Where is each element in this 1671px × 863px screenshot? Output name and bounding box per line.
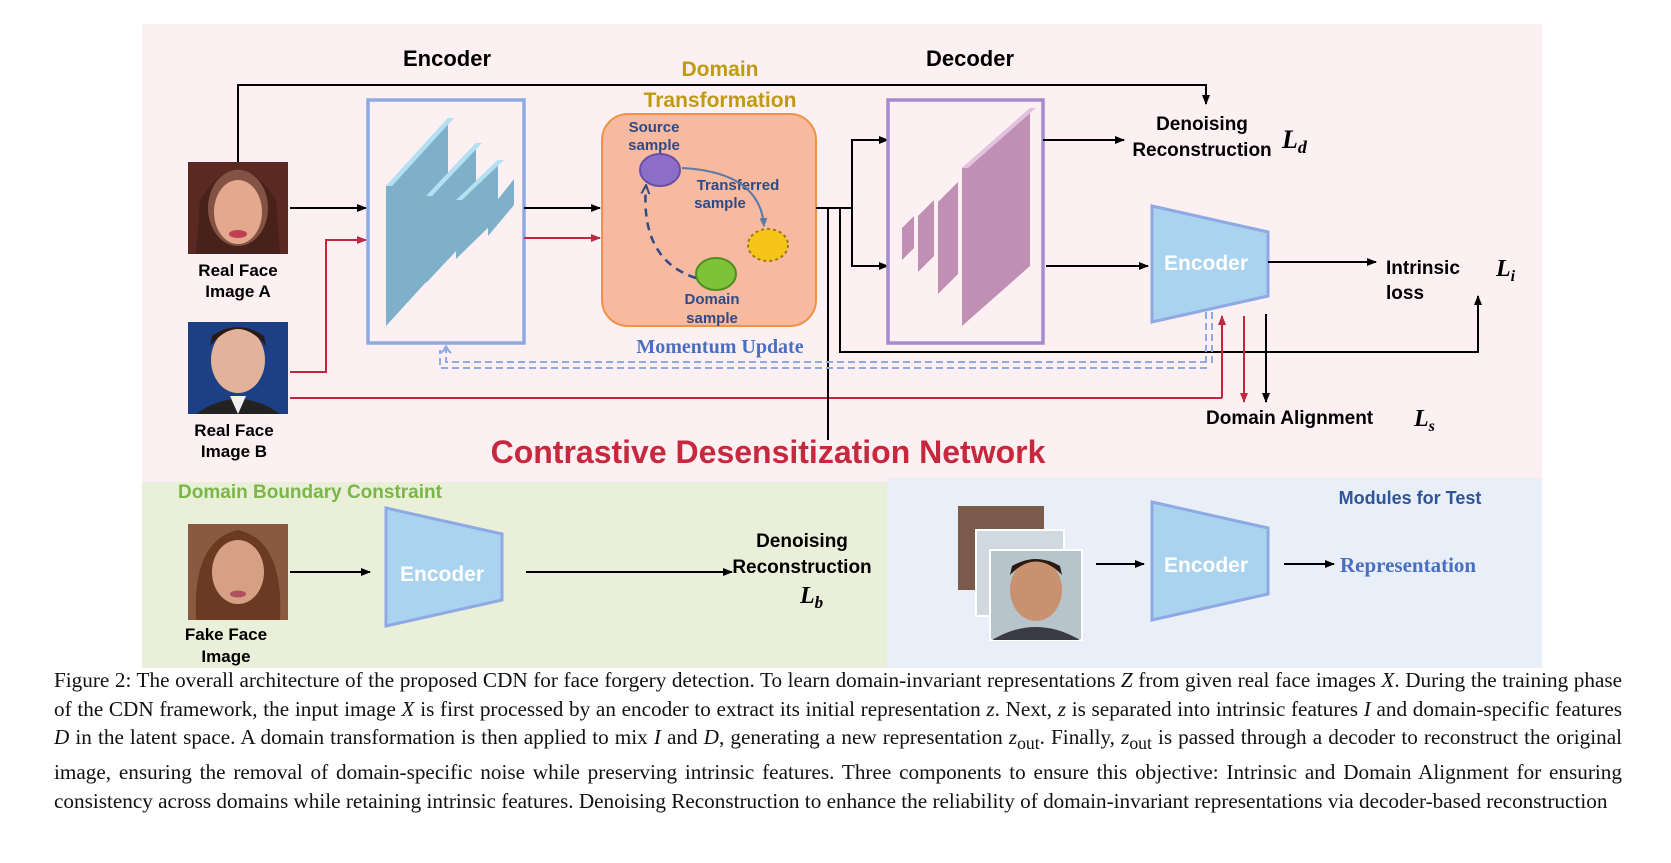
encoder-title: Encoder	[403, 46, 491, 71]
denoising-label: Denoising	[1156, 114, 1248, 135]
domain-sample-node	[695, 257, 737, 291]
source-sample-label: Source	[629, 119, 680, 136]
trapezoid-encoder-icon	[1150, 500, 1270, 622]
source-sample-node	[639, 153, 681, 187]
loss-d: Ld	[1281, 125, 1308, 157]
momentum-update-label: Momentum Update	[636, 336, 803, 358]
architecture-diagram: Encoder Domain Transformation Decoder Re…	[142, 24, 1542, 668]
stack-icon	[386, 118, 514, 326]
to-decoder-top-arrow	[851, 136, 889, 208]
loss-i: Li	[1495, 256, 1516, 285]
loss-s: Ls	[1413, 406, 1435, 435]
decoder-title: Decoder	[926, 46, 1014, 71]
domain-title: Domain	[681, 58, 758, 81]
network-title: Contrastive Desensitization Network	[491, 434, 1046, 470]
to-decoder-bottom-arrow	[851, 208, 889, 270]
domain-sample-label: Domain	[684, 291, 739, 308]
domain-sample-label-2: sample	[686, 310, 738, 327]
real-face-a-label-2: Image A	[205, 282, 271, 301]
encoder-block-label: Encoder	[1164, 252, 1248, 275]
transfer-curve-arrow	[681, 167, 768, 227]
boundary-denoising-label-2: Reconstruction	[732, 557, 871, 578]
test-title: Modules for Test	[1339, 488, 1482, 508]
face-b-to-encoder-arrow	[290, 236, 367, 373]
face-photo-icon	[188, 322, 288, 414]
real-face-b-label: Real Face	[194, 421, 273, 440]
face-photo-icon	[188, 162, 288, 254]
source-sample-label-2: sample	[628, 137, 680, 154]
domain-alignment-label: Domain Alignment	[1206, 408, 1374, 429]
intrinsic-label-2: loss	[1386, 283, 1424, 304]
face-photo-icon	[188, 524, 288, 620]
fake-face-label-2: Image	[201, 647, 250, 666]
boundary-title: Domain Boundary Constraint	[178, 482, 443, 503]
test-encoder-label: Encoder	[1164, 554, 1248, 577]
transferred-sample-node	[747, 228, 789, 262]
momentum-dashed-line	[440, 312, 1213, 363]
stack-icon	[902, 108, 1036, 326]
denoising-label-2: Reconstruction	[1132, 140, 1271, 161]
domain-to-source-dashed-arrow	[645, 186, 697, 280]
boundary-encoder-label: Encoder	[400, 563, 484, 586]
decoder-block	[886, 98, 1045, 345]
face-photo-icon	[958, 506, 1083, 641]
boundary-denoising-label: Denoising	[756, 531, 848, 552]
real-face-b-label-2: Image B	[201, 442, 267, 461]
transferred-sample-label-2: sample	[694, 195, 746, 212]
representation-label: Representation	[1340, 553, 1476, 577]
encoder-block	[366, 98, 526, 345]
domain-title-2: Transformation	[644, 89, 797, 112]
transferred-sample-label: Transferred	[697, 177, 780, 194]
bypass-arrow	[237, 84, 1210, 162]
momentum-dashed-line-2	[439, 312, 1207, 369]
trapezoid-encoder-icon	[1150, 204, 1270, 324]
fake-face-label: Fake Face	[185, 625, 267, 644]
intrinsic-label: Intrinsic	[1386, 258, 1460, 279]
loss-b: Lb	[799, 583, 823, 612]
real-face-a-label: Real Face	[198, 261, 277, 280]
trapezoid-encoder-icon	[384, 506, 504, 628]
to-intrinsic-loss-line	[839, 208, 1482, 353]
figure-caption: Figure 2: The overall architecture of th…	[54, 668, 1622, 813]
